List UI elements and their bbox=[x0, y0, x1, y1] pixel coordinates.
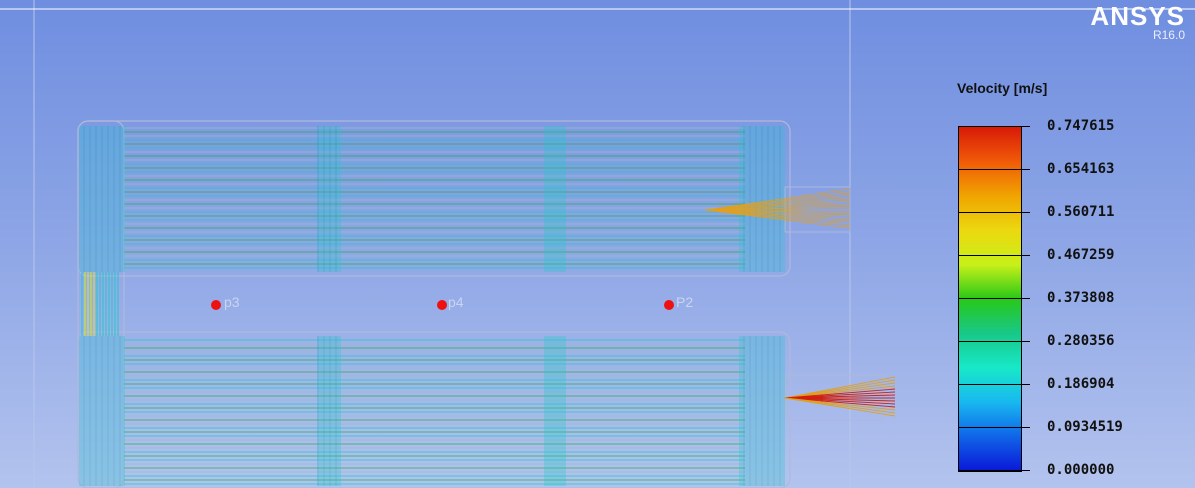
outlet-streamline bbox=[784, 376, 896, 399]
legend-tick bbox=[958, 169, 1030, 170]
legend-tick bbox=[958, 126, 1030, 127]
outlet-streamline bbox=[784, 397, 896, 405]
lower-channel-outline bbox=[77, 331, 791, 488]
outlet-streamline bbox=[704, 194, 851, 211]
outlet-streamline bbox=[704, 209, 851, 226]
outlet-streamline bbox=[784, 397, 896, 417]
outlet-streamline bbox=[784, 382, 896, 399]
outlet-streamline bbox=[784, 394, 896, 399]
legend-value-4: 0.373808 bbox=[1047, 290, 1115, 306]
probe-p2-label: P2 bbox=[676, 294, 694, 310]
outlet-streamline bbox=[704, 209, 851, 229]
legend-tick bbox=[958, 384, 1030, 385]
legend-value-8: 0.000000 bbox=[1047, 462, 1115, 478]
probe-p4-marker[interactable] bbox=[437, 300, 447, 310]
outlet-streamline bbox=[784, 379, 896, 399]
outlet-streamline bbox=[784, 397, 896, 411]
outlet-streamline bbox=[704, 197, 851, 211]
outlet-streamline bbox=[784, 397, 896, 402]
lower-outlet-outline bbox=[784, 374, 886, 421]
outlet-streamline bbox=[784, 385, 896, 399]
legend-tick bbox=[958, 255, 1030, 256]
outlet-streamline bbox=[704, 209, 851, 214]
upper-outlet-flow bbox=[704, 188, 851, 229]
outlet-streamline bbox=[704, 209, 851, 223]
probe-p4-label: p4 bbox=[448, 294, 464, 310]
legend-tick bbox=[958, 212, 1030, 213]
streamlines bbox=[79, 126, 785, 486]
legend-value-3: 0.467259 bbox=[1047, 247, 1115, 263]
ansys-brand-text: ANSYS bbox=[1090, 1, 1185, 31]
outlet-streamline bbox=[704, 209, 851, 220]
upper-outlet-outline bbox=[784, 186, 851, 233]
outlet-streamline bbox=[704, 206, 851, 211]
probe-p2-marker[interactable] bbox=[664, 300, 674, 310]
outlet-streamline bbox=[704, 209, 851, 217]
legend-value-1: 0.654163 bbox=[1047, 161, 1115, 177]
ansys-version-text: R16.0 bbox=[1152, 28, 1185, 42]
legend-value-7: 0.0934519 bbox=[1047, 419, 1123, 435]
legend-title: Velocity [m/s] bbox=[957, 80, 1048, 96]
velocity-colorbar[interactable] bbox=[958, 126, 1022, 472]
outlet-streamline bbox=[784, 388, 896, 399]
outlet-streamline bbox=[784, 397, 896, 414]
legend-value-6: 0.186904 bbox=[1047, 376, 1115, 392]
legend-value-5: 0.280356 bbox=[1047, 333, 1115, 349]
legend-tick bbox=[958, 298, 1030, 299]
outlet-streamline bbox=[784, 397, 896, 408]
probe-p3-label: p3 bbox=[224, 294, 240, 310]
legend-value-0: 0.747615 bbox=[1047, 118, 1115, 134]
legend-tick bbox=[958, 470, 1030, 471]
ansys-logo: ANSYS R16.0 bbox=[1090, 2, 1185, 42]
legend-tick bbox=[958, 427, 1030, 428]
outlet-streamline bbox=[704, 203, 851, 211]
left-header-outline bbox=[77, 120, 125, 488]
outlet-streamline bbox=[704, 191, 851, 211]
outlet-streamline bbox=[704, 188, 851, 211]
legend-value-2: 0.560711 bbox=[1047, 204, 1115, 220]
outlet-streamline bbox=[704, 200, 851, 211]
outlet-streamline bbox=[784, 391, 896, 399]
probe-p3-marker[interactable] bbox=[211, 300, 221, 310]
legend-tick bbox=[958, 341, 1030, 342]
lower-outlet-flow bbox=[784, 376, 896, 417]
